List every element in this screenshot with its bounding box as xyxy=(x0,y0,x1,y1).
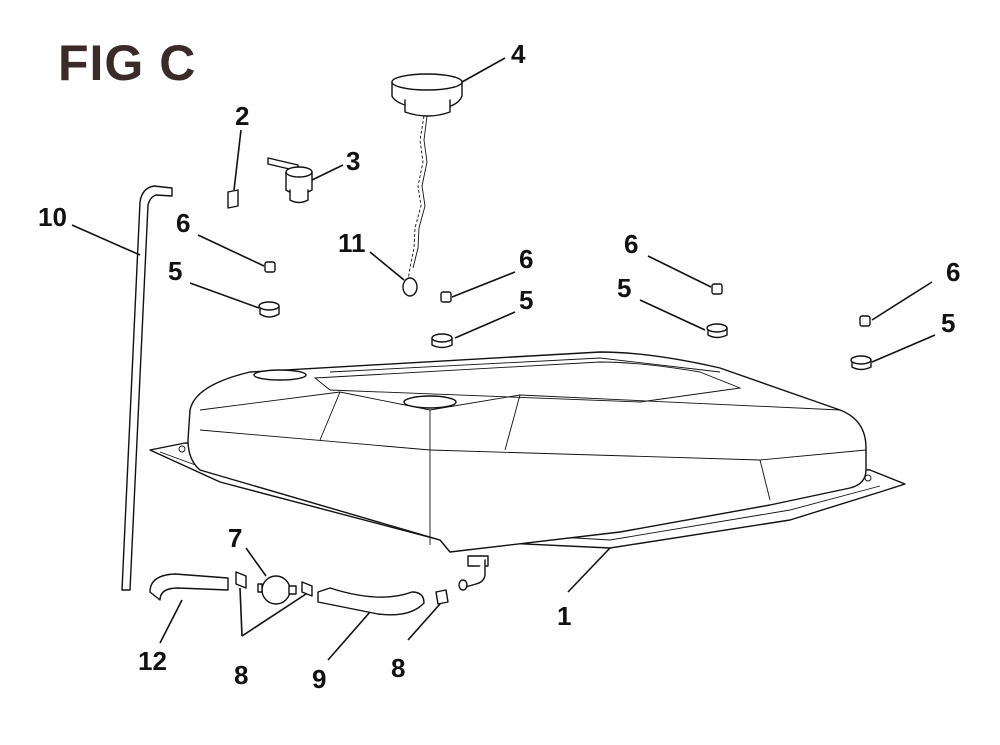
callout-6a: 6 xyxy=(176,208,190,238)
fuel-filter xyxy=(257,575,297,605)
callout-1: 1 xyxy=(557,601,571,631)
cap-plug-2 xyxy=(440,291,452,303)
hose-clamp-1 xyxy=(235,571,247,589)
callout-4: 4 xyxy=(511,39,526,69)
hose-clamp-3 xyxy=(435,589,449,605)
fuel-tank xyxy=(149,351,906,591)
callout-12: 12 xyxy=(138,646,167,676)
vent-valve xyxy=(267,157,313,204)
callout-8b: 8 xyxy=(391,653,405,683)
callout-11: 11 xyxy=(338,228,366,258)
callout-10: 10 xyxy=(38,202,67,232)
retaining-ring xyxy=(402,277,418,297)
callout-6b: 6 xyxy=(519,244,533,274)
callout-3: 3 xyxy=(346,146,360,176)
callout-5a: 5 xyxy=(168,256,182,286)
figure-title: FIG C xyxy=(58,35,197,91)
callout-5d: 5 xyxy=(941,308,955,338)
callout-8a: 8 xyxy=(234,660,248,690)
callout-2: 2 xyxy=(235,101,249,131)
hose-clip xyxy=(227,189,239,209)
callout-5c: 5 xyxy=(617,273,631,303)
callout-6c: 6 xyxy=(624,229,638,259)
cap-plug-4 xyxy=(859,315,871,327)
retaining-chain xyxy=(407,115,428,281)
vent-tube xyxy=(121,185,173,591)
cap-plug-3 xyxy=(711,283,723,295)
callout-6d: 6 xyxy=(946,257,960,287)
long-fuel-hose xyxy=(317,587,425,616)
grommet-2 xyxy=(431,333,453,349)
callout-7: 7 xyxy=(228,523,242,553)
callout-9: 9 xyxy=(312,664,326,694)
grommet-4 xyxy=(850,355,872,371)
short-fuel-hose xyxy=(149,573,229,601)
grommet-3 xyxy=(706,323,728,339)
grommet-1 xyxy=(258,301,280,318)
cap-plug-1 xyxy=(264,261,276,273)
leader-lines xyxy=(71,57,936,661)
hose-clamp-2 xyxy=(301,581,313,597)
callout-5b: 5 xyxy=(519,285,533,315)
fuel-cap xyxy=(391,73,463,117)
